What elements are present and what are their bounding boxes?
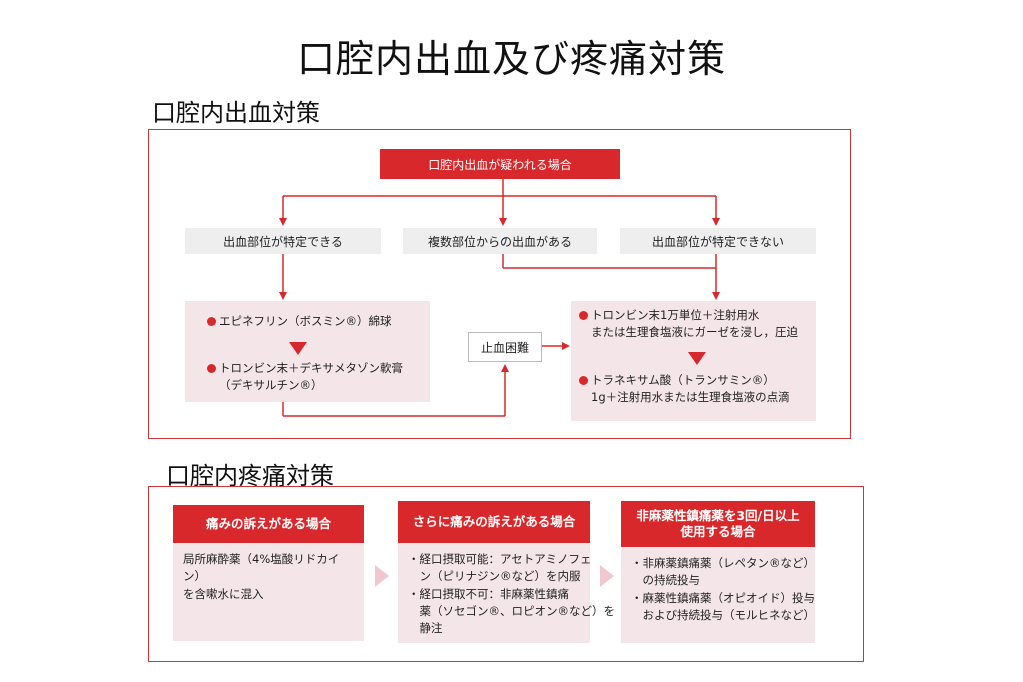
step-arrow-icon	[375, 565, 389, 587]
right-treatment-box: トロンビン末1万単位＋注射用水 または生理食塩液にガーゼを浸し，圧迫 トラネキサ…	[571, 301, 816, 421]
pain-heading: 口腔内疼痛対策	[166, 462, 334, 490]
pain-card-2-header: さらに痛みの訴えがある場合	[398, 501, 590, 543]
branch-mid-box: 複数部位からの出血がある	[403, 228, 597, 254]
bullet-dot-icon	[207, 317, 216, 326]
branch-left-box: 出血部位が特定できる	[185, 228, 381, 254]
pain-card-3-body: ・非麻薬鎮痛薬（レペタン®など） の持続投与 ・麻薬性鎮痛薬（オピオイド）投与 …	[631, 556, 815, 622]
bleeding-heading: 口腔内出血対策	[152, 99, 320, 127]
bullet-dot-icon	[579, 311, 588, 320]
down-triangle-icon	[289, 342, 307, 355]
right-item-2: トラネキサム酸（トランサミン®） 1g＋注射用水または生理食塩液の点滴	[579, 372, 790, 405]
bullet-dot-icon	[207, 364, 216, 373]
branch-right-box: 出血部位が特定できない	[620, 228, 816, 254]
pain-card-2: さらに痛みの訴えがある場合 ・経口摂取可能：アセトアミノフェ ン（ピリナジン®な…	[398, 501, 615, 643]
flow-start-box: 口腔内出血が疑われる場合	[380, 149, 620, 179]
hemostasis-difficult-box: 止血困難	[468, 332, 542, 362]
pain-card-3: 非麻薬性鎮痛薬を3回/日以上 使用する場合 ・非麻薬鎮痛薬（レペタン®など） の…	[621, 501, 815, 643]
left-item-1: エピネフリン（ボスミン®）綿球	[207, 313, 392, 330]
left-treatment-box: エピネフリン（ボスミン®）綿球 トロンビン末＋デキサメタゾン軟膏 （デキサルチン…	[185, 301, 430, 402]
down-triangle-icon	[688, 352, 706, 365]
left-item-2: トロンビン末＋デキサメタゾン軟膏 （デキサルチン®）	[207, 360, 403, 393]
right-item-1: トロンビン末1万単位＋注射用水 または生理食塩液にガーゼを浸し，圧迫	[579, 307, 798, 340]
pain-card-1: 痛みの訴えがある場合 局所麻酔薬（4%塩酸リドカイン） を含嗽水に混入	[173, 505, 364, 641]
pain-card-2-body: ・経口摂取可能：アセトアミノフェ ン（ピリナジン®など）を内服 ・経口摂取不可：…	[408, 552, 615, 635]
page-title: 口腔内出血及び疼痛対策	[296, 37, 726, 81]
step-arrow-icon	[600, 565, 614, 587]
bullet-dot-icon	[579, 376, 588, 385]
pain-card-1-body: 局所麻酔薬（4%塩酸リドカイン） を含嗽水に混入	[183, 552, 340, 601]
pain-card-3-header: 非麻薬性鎮痛薬を3回/日以上 使用する場合	[621, 501, 815, 547]
pain-card-1-header: 痛みの訴えがある場合	[173, 505, 364, 543]
